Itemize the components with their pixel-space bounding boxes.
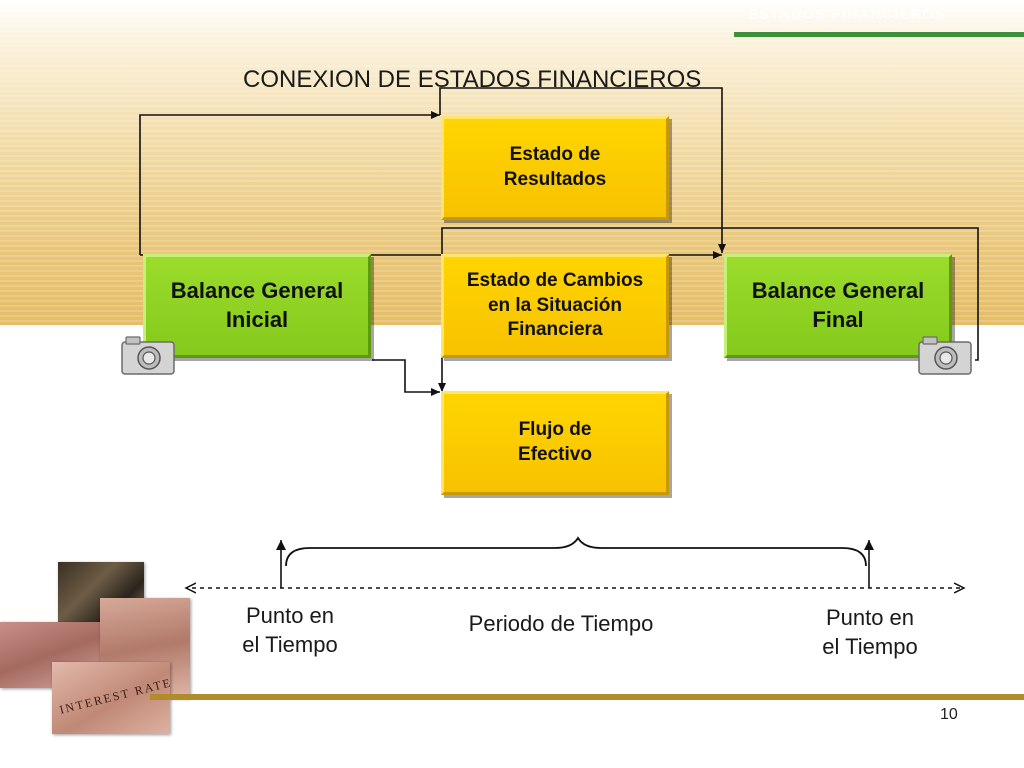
box-balance-inicial: Balance General Inicial xyxy=(143,254,371,358)
camera-icon xyxy=(918,336,972,375)
arrow-inicial-to-resultados xyxy=(139,111,440,255)
box-balance-final: Balance General Final xyxy=(724,254,952,358)
bottom-accent-line xyxy=(150,694,1024,700)
timeline-left-label: Punto en el Tiempo xyxy=(242,603,338,657)
header-faded-text: ESTADOS FINANCIEROS xyxy=(748,6,946,23)
timeline-right-label: Punto en el Tiempo xyxy=(822,605,918,659)
box-balance-final-label: Balance General Final xyxy=(751,278,925,332)
box-estado-resultados-label: Estado de Resultados xyxy=(503,144,607,190)
timeline-brace xyxy=(285,536,867,567)
box-flujo-efectivo-label: Flujo de Efectivo xyxy=(518,419,592,465)
box-estado-resultados: Estado de Resultados xyxy=(441,116,669,220)
box-estado-cambios-label: Estado de Cambios en la Situación Financ… xyxy=(466,269,644,341)
box-balance-inicial-label: Balance General Inicial xyxy=(170,278,344,332)
header-accent-line xyxy=(734,32,1024,37)
arrow-resultados-to-final xyxy=(439,87,726,253)
camera-icon xyxy=(121,336,175,375)
timeline-middle-label: Periodo de Tiempo xyxy=(468,611,654,636)
page-number: 10 xyxy=(940,706,958,723)
arrow-inicial-to-flujo xyxy=(372,359,440,396)
box-flujo-efectivo: Flujo de Efectivo xyxy=(441,391,669,495)
box-estado-cambios: Estado de Cambios en la Situación Financ… xyxy=(441,254,669,358)
